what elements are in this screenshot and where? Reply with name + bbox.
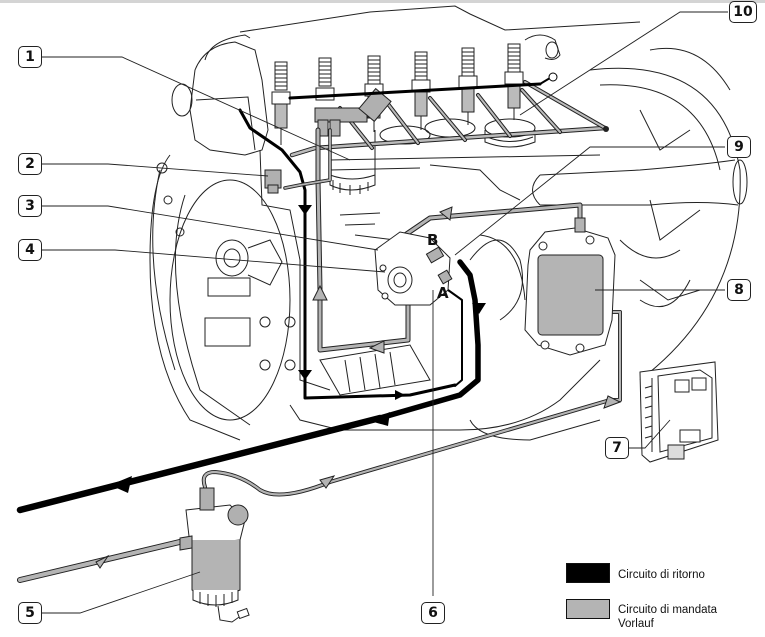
leader-10: [519, 11, 728, 116]
top-border: [0, 0, 765, 3]
leader-4: [42, 249, 386, 273]
point-label-a: A: [437, 284, 449, 302]
callout-1: 1: [18, 46, 42, 68]
callout-4: 4: [18, 239, 42, 261]
callout-2: 2: [18, 153, 42, 175]
injectors: [271, 43, 524, 145]
leader-5: [42, 571, 201, 614]
callout-10: 10: [729, 1, 757, 23]
pressure-sensor: [264, 169, 282, 194]
callout-5: 5: [18, 602, 42, 624]
legend-label-supply: Circuito di mandata: [618, 604, 718, 616]
legend-swatch-supply: [566, 599, 610, 619]
high-pressure-pipes: [289, 80, 609, 158]
leader-7: [628, 419, 671, 449]
high-pressure-pump: [374, 231, 453, 306]
callout-8: 8: [727, 279, 751, 301]
injector-5: [458, 47, 478, 125]
supply-line: [17, 127, 622, 583]
legend-label-supply-de: Vorlauf: [618, 618, 654, 630]
injector-1: [271, 61, 291, 145]
callout-9: 9: [727, 136, 751, 158]
supply-arrowheads: [95, 206, 622, 569]
leader-9: [454, 146, 725, 256]
engine-ecu: [524, 217, 616, 356]
leader-2: [42, 163, 269, 177]
point-label-b: B: [427, 231, 439, 249]
injector-2: [315, 57, 335, 101]
leader-1: [42, 56, 351, 161]
legend-label-return: Circuito di ritorno: [618, 569, 705, 581]
callout-3: 3: [18, 195, 42, 217]
callout-7: 7: [605, 437, 629, 459]
return-line: [16, 72, 558, 514]
legend-swatch-return: [566, 563, 610, 583]
injector-6: [504, 43, 524, 120]
leader-lines: [42, 11, 728, 614]
return-arrowheads: [110, 205, 486, 493]
fuel-prefilter: [179, 487, 250, 623]
leader-3: [42, 205, 379, 251]
rail-fittings: [314, 87, 392, 137]
vehicle-ecu: [639, 361, 719, 463]
callout-6: 6: [421, 602, 445, 624]
